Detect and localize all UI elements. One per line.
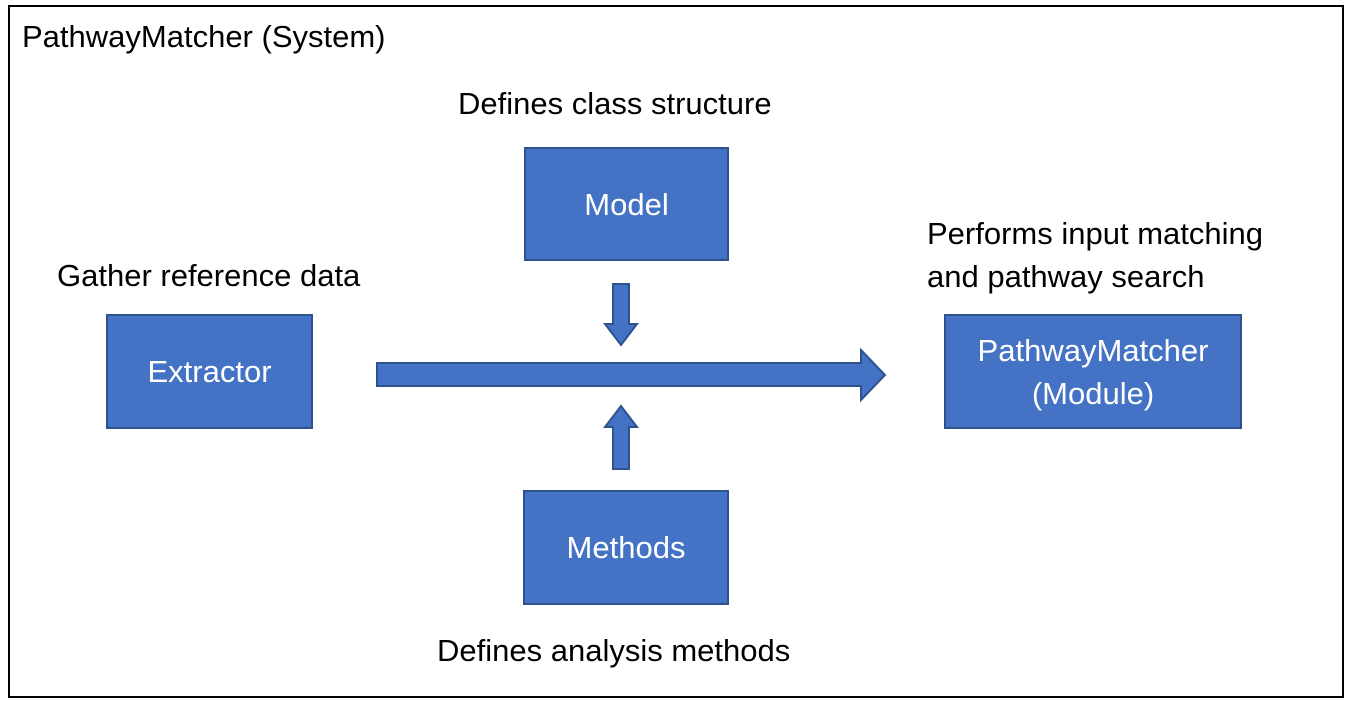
- matcher-label-line-2: (Module): [1031, 375, 1155, 411]
- extractor-box[interactable]: Extractor: [106, 314, 313, 429]
- matcher-box[interactable]: PathwayMatcher (Module): [944, 314, 1242, 429]
- system-title: PathwayMatcher (System): [22, 19, 386, 54]
- system-boundary: [8, 5, 1344, 698]
- matcher-caption-line-1: Performs input matching: [927, 216, 1263, 251]
- extractor-caption: Gather reference data: [57, 258, 361, 293]
- methods-label: Methods: [566, 530, 686, 565]
- model-box[interactable]: Model: [524, 147, 729, 261]
- matcher-label-line-1: PathwayMatcher: [977, 332, 1209, 368]
- extractor-label: Extractor: [147, 354, 272, 389]
- model-caption: Defines class structure: [458, 86, 772, 121]
- methods-box[interactable]: Methods: [523, 490, 729, 605]
- methods-caption: Defines analysis methods: [437, 633, 791, 668]
- model-label: Model: [584, 186, 669, 222]
- matcher-caption-line-2: and pathway search: [927, 259, 1205, 294]
- matcher-caption: Performs input matching and pathway sear…: [927, 212, 1263, 298]
